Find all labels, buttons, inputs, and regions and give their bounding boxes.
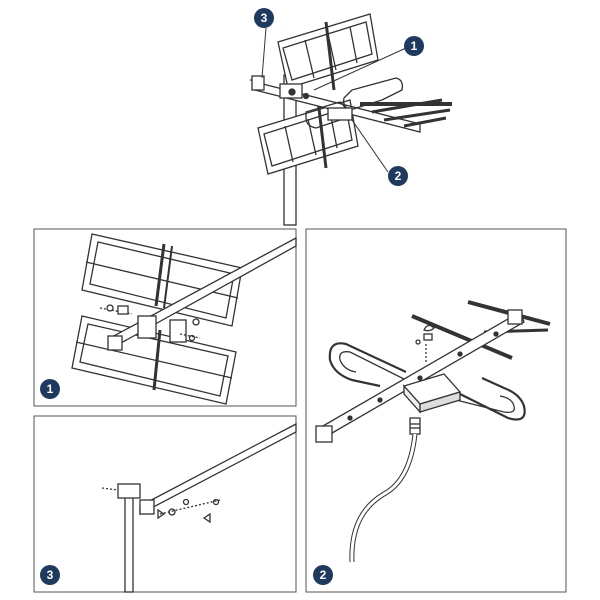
upper-reflector-frame	[277, 13, 379, 91]
overview-mast-clamp	[279, 83, 310, 100]
callout-badge-1-overview: 1	[404, 36, 424, 56]
left-loop-element	[328, 342, 407, 388]
callout-3-panel-label: 3	[47, 568, 54, 582]
callout-badge-3-panel: 3	[40, 565, 60, 585]
detail-panel-3: 3	[33, 415, 297, 593]
overview-loop-element	[305, 77, 404, 129]
callout-1-label: 1	[411, 39, 418, 53]
callout-2-label: 2	[395, 169, 402, 183]
callout-badge-3-overview: 3	[254, 8, 274, 28]
right-loop-element	[455, 376, 526, 421]
callout-badge-2-panel: 2	[313, 565, 333, 585]
callout-1-panel-label: 1	[47, 382, 54, 396]
overview-illustration	[250, 13, 452, 226]
overview-leader-lines	[261, 27, 407, 173]
detail-panel-2: 2	[305, 228, 567, 593]
callout-2-panel-label: 2	[320, 568, 327, 582]
coax-connector	[409, 417, 421, 435]
callout-badge-2-overview: 2	[388, 166, 408, 186]
callout-badge-1-panel: 1	[40, 379, 60, 399]
detail-panel-1: 1	[33, 228, 297, 407]
callout-3-label: 3	[261, 11, 268, 25]
